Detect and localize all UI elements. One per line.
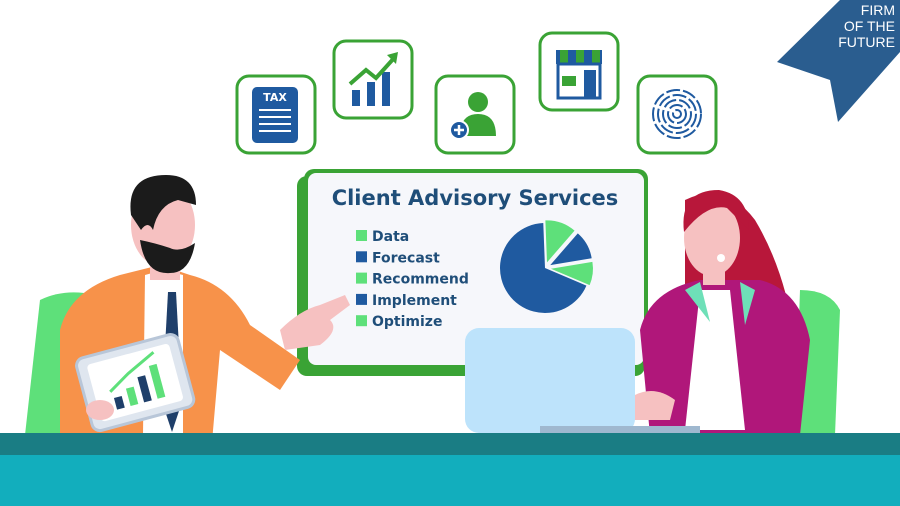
pie-slice — [500, 223, 587, 313]
svg-text:TAX: TAX — [263, 91, 287, 104]
legend-swatch — [356, 251, 367, 263]
legend-item-optimize: Optimize — [372, 314, 442, 330]
pie-slice — [545, 220, 575, 263]
legend-item-recommend: Recommend — [372, 272, 469, 288]
storefront-icon — [538, 31, 620, 112]
pie-slice — [550, 261, 593, 286]
legend-swatch — [356, 272, 367, 284]
legend-item-forecast: Forecast — [372, 250, 440, 266]
legend-swatch — [356, 293, 367, 305]
woman-client — [630, 190, 810, 435]
svg-text:FIRM: FIRM — [861, 2, 895, 18]
pie-chart — [500, 220, 593, 313]
legend-swatch — [356, 315, 367, 327]
presentation-board: Client Advisory Services DataForecastRec… — [297, 169, 648, 376]
legend-item-implement: Implement — [372, 293, 457, 309]
growth-chart-icon — [332, 39, 414, 120]
tax-document-icon: TAX — [235, 74, 317, 155]
add-user-icon — [434, 74, 516, 155]
firm-of-the-future-logo: FIRM OF THE FUTURE — [777, 0, 900, 122]
laptop — [465, 328, 700, 434]
legend-item-data: Data — [372, 229, 409, 245]
man-advisor — [60, 175, 350, 465]
legend-swatch — [356, 230, 367, 241]
board-title: Client Advisory Services — [332, 186, 619, 210]
svg-text:OF THE: OF THE — [844, 18, 895, 34]
fingerprint-icon — [636, 74, 718, 155]
table-front — [0, 455, 900, 506]
svg-text:FUTURE: FUTURE — [838, 34, 895, 50]
table-top — [0, 433, 900, 455]
pie-slice — [550, 233, 592, 266]
